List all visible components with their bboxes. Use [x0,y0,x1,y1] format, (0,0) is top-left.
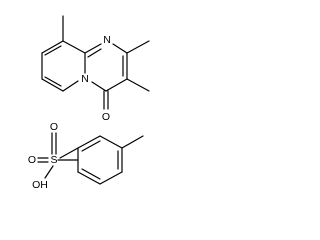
bond [126,40,150,54]
bond [62,80,79,92]
bond [62,40,86,54]
bond [105,78,128,92]
structure-canvas: N N O O O S OH [28,15,150,191]
bond [84,43,102,54]
atom-label-n-ring: N [103,34,111,46]
bond [99,135,123,149]
bond [59,147,79,159]
bond [77,135,101,149]
bond [44,76,62,87]
atom-label-o-top: O [50,121,58,133]
atom-label-s: S [50,154,57,166]
atom-label-n-bridge: N [81,73,89,85]
bond [99,171,123,185]
bond [81,168,101,180]
atom-label-o-carbonyl: O [102,111,110,123]
bond [41,78,64,92]
bond [44,45,62,56]
bond [112,43,128,54]
bond [91,81,107,92]
bond [87,48,102,58]
atom-label-o-mid: O [28,154,36,166]
pyridopyrimidinone-structure: N N O [41,15,150,123]
tosylic-acid-structure: O O S OH [28,121,144,191]
bond [126,78,150,92]
bond [77,171,101,185]
atom-label-oh: OH [32,179,48,191]
bond [41,40,64,54]
bond [121,135,144,149]
bond [81,140,101,152]
bond [44,165,54,179]
